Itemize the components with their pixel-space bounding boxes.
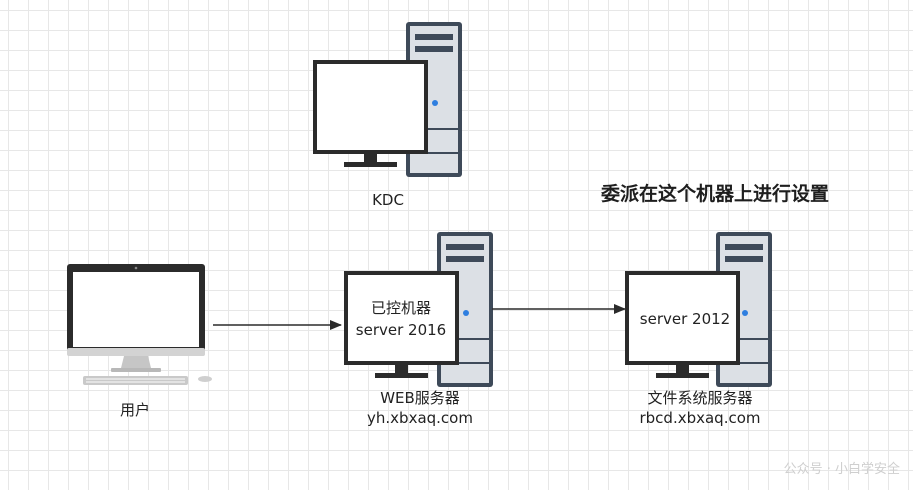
- user-node: 用户: [67, 264, 212, 419]
- monitor-icon: [313, 60, 428, 167]
- delegation-annotation: 委派在这个机器上进行设置: [600, 182, 829, 205]
- file-screen-line1: server 2012: [640, 310, 730, 328]
- web-label-name: WEB服务器: [380, 389, 460, 407]
- mouse-icon: [198, 376, 212, 382]
- kdc-label: KDC: [372, 191, 404, 209]
- web-screen-line1: 已控机器: [371, 299, 431, 317]
- user-label: 用户: [120, 401, 150, 419]
- monitor-icon: [344, 271, 459, 378]
- web-label-host: yh.xbxaq.com: [367, 409, 473, 427]
- keyboard-icon: [83, 376, 188, 385]
- desktop-computer-icon: [67, 264, 205, 372]
- monitor-icon: [625, 271, 740, 378]
- watermark: 公众号 · 小白学安全: [784, 461, 900, 477]
- web-server-node: 已控机器 server 2016 WEB服务器 yh.xbxaq.com: [344, 232, 493, 427]
- kdc-node: KDC: [313, 22, 462, 209]
- file-label-name: 文件系统服务器: [647, 389, 752, 407]
- file-server-node: server 2012 文件系统服务器 rbcd.xbxaq.com: [625, 232, 772, 427]
- web-screen-line2: server 2016: [356, 321, 446, 339]
- file-label-host: rbcd.xbxaq.com: [639, 409, 760, 427]
